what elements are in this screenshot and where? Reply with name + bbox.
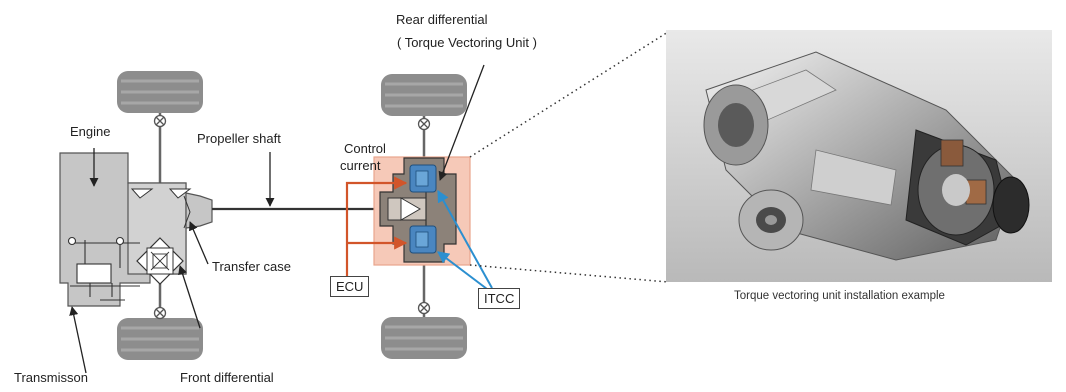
rear-differential-label: Rear differential xyxy=(396,12,488,27)
front-top-tire xyxy=(117,71,203,113)
itcc-pointer-lines xyxy=(437,189,493,290)
control-current-label-1: Control xyxy=(344,141,386,156)
control-current-lines xyxy=(345,176,408,276)
transmission-gearbox xyxy=(76,263,112,284)
label-pointer-arrows xyxy=(69,64,485,374)
unit-photo-body xyxy=(703,51,1030,261)
unit-photo xyxy=(666,30,1052,282)
engine-label: Engine xyxy=(70,124,111,139)
transfer-gear-top xyxy=(130,188,192,199)
transmission-label: Transmisson xyxy=(14,370,88,385)
ecu-label: ECU xyxy=(330,276,370,297)
rear-top-tire xyxy=(381,74,467,116)
torque-vectoring-unit-label: ( Torque Vectoring Unit ) xyxy=(397,35,537,50)
itcc-label: ITCC xyxy=(478,288,521,309)
control-current-label-2: current xyxy=(340,158,381,173)
photo-caption: Torque vectoring unit installation examp… xyxy=(734,290,945,302)
rear-bottom-joint-icon xyxy=(417,301,431,315)
front-bottom-joint-icon xyxy=(153,306,167,320)
transfer-case-label: Transfer case xyxy=(212,259,291,274)
photo-leader-lines xyxy=(469,31,669,283)
propeller-shaft-label: Propeller shaft xyxy=(197,131,281,146)
rear-top-joint-icon xyxy=(417,117,431,131)
transfer-case-body xyxy=(185,192,213,229)
front-top-joint-icon xyxy=(153,114,167,128)
front-differential-unit xyxy=(136,237,184,285)
rear-bottom-tire xyxy=(381,317,467,359)
front-differential-label: Front differential xyxy=(180,370,274,385)
transfer-case-gear xyxy=(183,195,191,229)
front-bottom-tire xyxy=(117,318,203,360)
transmission-internals xyxy=(67,236,140,301)
